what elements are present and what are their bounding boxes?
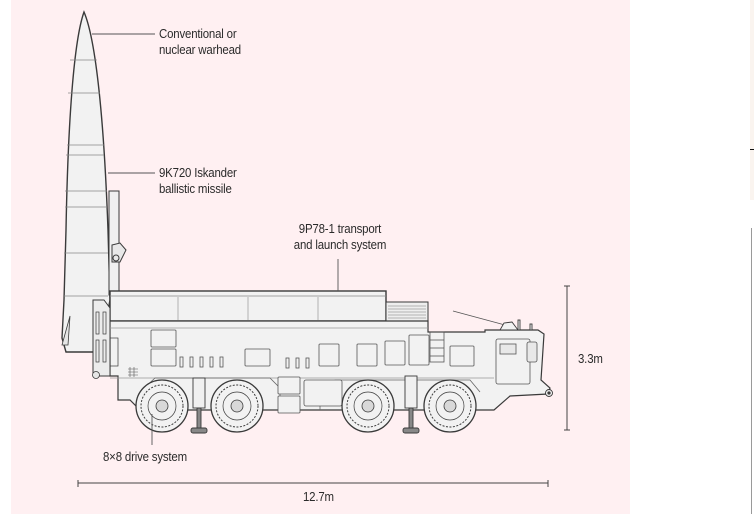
launcher-body (109, 290, 429, 333)
wheels (135, 379, 477, 433)
vents (128, 356, 310, 377)
missile-label-line-1: 9K720 Iskander (159, 165, 237, 180)
wheel-1 (135, 379, 189, 433)
wheel-3 (341, 379, 395, 433)
wheel-4 (423, 379, 477, 433)
adjacent-panel-border (751, 228, 752, 514)
length-dimension-label: 12.7m (303, 489, 334, 504)
warhead-label: Conventional or nuclear warhead (159, 26, 241, 58)
warhead-label-line-1: Conventional or (159, 26, 237, 41)
wheel-2 (210, 379, 264, 433)
leader-lines (92, 33, 339, 445)
launcher-label-line-1: 9P78-1 transport (298, 221, 382, 236)
adjacent-panel-tick (750, 149, 754, 150)
adjacent-panel-edge (750, 0, 754, 200)
side-panels (150, 329, 538, 414)
drive-system-label: 8×8 drive system (103, 449, 187, 464)
erector-arm (108, 190, 127, 296)
length-dimension-line (77, 480, 549, 487)
height-dimension-label: 3.3m (578, 351, 603, 366)
missile-label-line-2: ballistic missile (159, 181, 232, 196)
warhead-label-line-2: nuclear warhead (159, 42, 241, 57)
missile-label: 9K720 Iskander ballistic missile (159, 165, 237, 197)
stabilizer-jacks (190, 375, 420, 434)
missile (61, 10, 111, 353)
launcher-label: 9P78-1 transport and launch system (278, 221, 401, 253)
cab-details (452, 310, 553, 397)
launcher-label-line-2: and launch system (293, 237, 387, 252)
height-dimension-line (564, 285, 570, 431)
